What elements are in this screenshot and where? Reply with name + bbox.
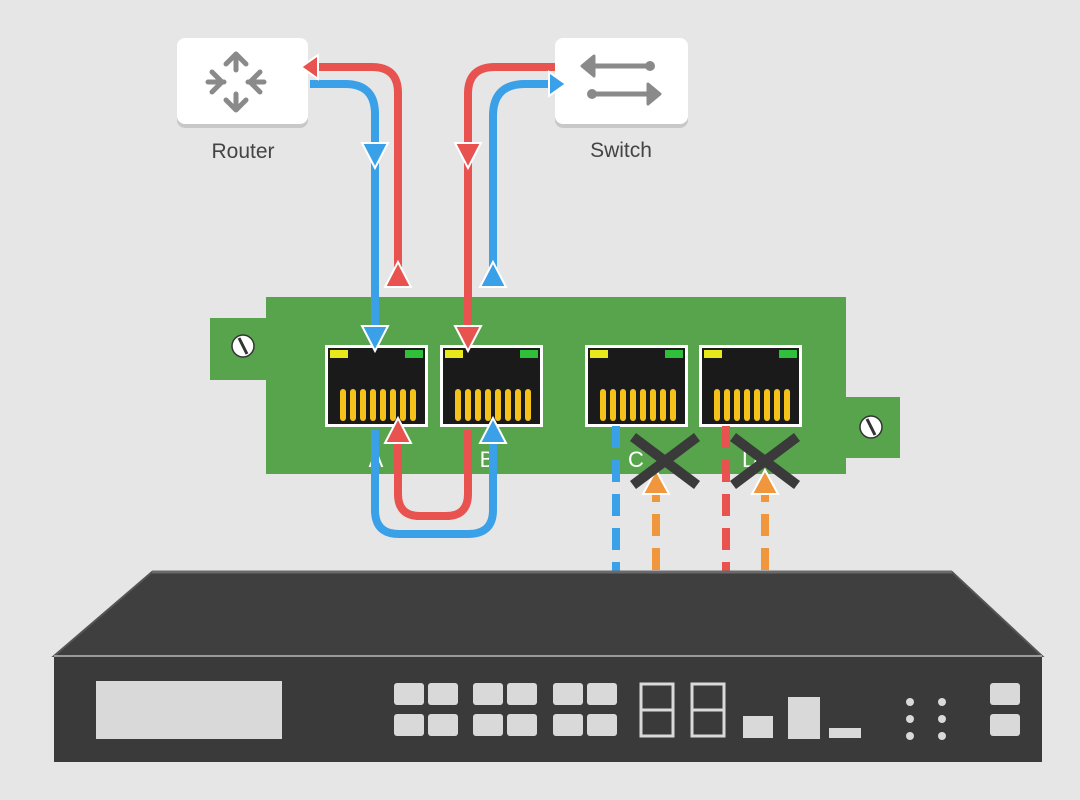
arrow-blue-to-switch <box>548 70 568 98</box>
arrow-blue-up-b <box>478 259 508 288</box>
screw-left <box>231 334 255 358</box>
arrow-red-into-b <box>453 325 483 354</box>
blue-flow-loop <box>371 430 497 538</box>
arrow-red-to-router <box>299 53 319 81</box>
arrow-blue-down-a <box>360 142 390 171</box>
port-d <box>699 345 802 427</box>
blocked-cross-c <box>630 433 700 489</box>
arrow-red-up-a <box>383 259 413 288</box>
arrow-red-down-b <box>453 142 483 171</box>
flow-arrowheads <box>299 53 568 444</box>
appliance-sfp-ports <box>639 682 726 738</box>
appliance-console-port <box>788 697 820 739</box>
arrow-red-up-loop <box>383 415 413 444</box>
appliance-leds <box>906 698 946 740</box>
switch-node: Switch <box>555 38 688 162</box>
arrow-blue-into-a <box>360 325 390 354</box>
switch-label: Switch <box>590 139 652 162</box>
red-flow-top <box>305 63 555 330</box>
port-b <box>440 345 543 427</box>
bypass-card: A B C D <box>210 297 900 474</box>
blocked-cross-d <box>730 433 800 489</box>
arrow-blue-up-loop <box>478 415 508 444</box>
red-flow-loop <box>394 430 472 520</box>
appliance-display <box>96 681 282 739</box>
router-icon <box>205 51 267 113</box>
port-c-label: C <box>628 447 644 472</box>
router-node: Router <box>177 38 308 163</box>
screw-right <box>859 415 883 439</box>
router-label: Router <box>211 140 274 163</box>
port-a <box>325 345 428 427</box>
appliance-ports <box>394 683 617 736</box>
network-appliance <box>51 570 1045 762</box>
switch-icon <box>580 54 662 106</box>
port-c <box>585 345 688 427</box>
blue-flow-top <box>310 80 560 330</box>
appliance-usb-port <box>743 716 773 738</box>
appliance-slot <box>829 728 861 738</box>
appliance-mgmt-ports <box>990 683 1020 736</box>
